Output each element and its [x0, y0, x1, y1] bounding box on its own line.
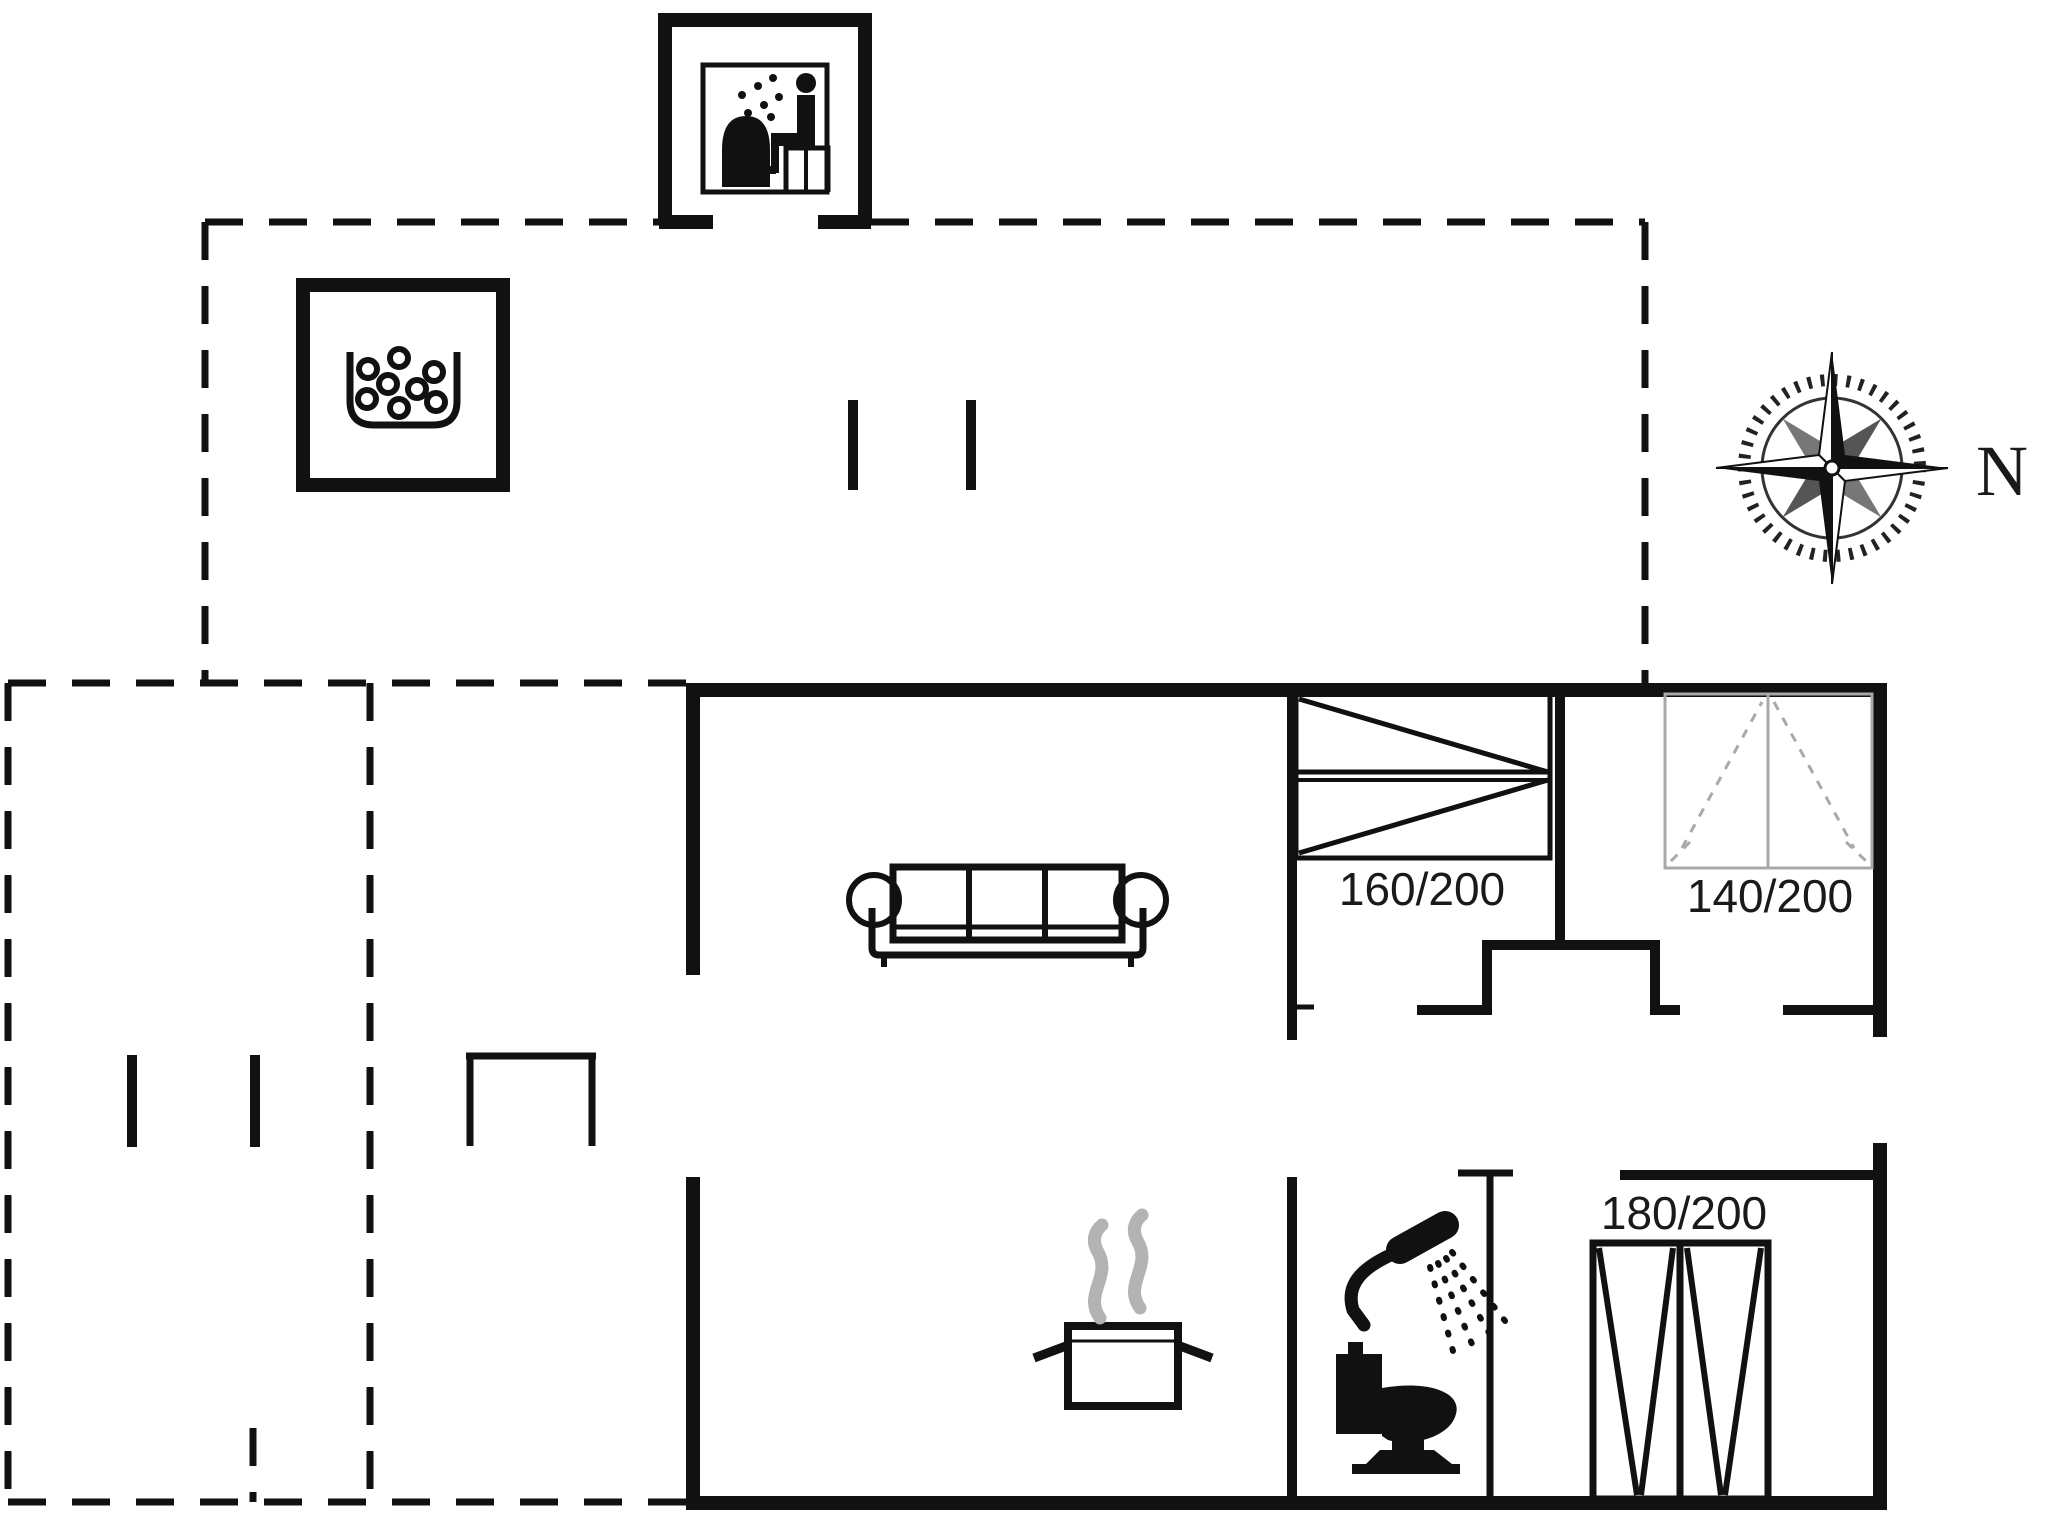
hot-tub-icon [346, 346, 461, 429]
cooking-pot-icon [1032, 1322, 1214, 1410]
terrace-bench [466, 1052, 596, 1146]
steam-icon [1087, 1208, 1149, 1325]
bed-master [1293, 691, 1553, 861]
interior-walls [1287, 690, 1884, 1503]
bed-bunkroom [1589, 1239, 1772, 1503]
toilet-icon [1336, 1342, 1460, 1474]
compass-rose-icon [1715, 351, 1949, 585]
terrace-outline-left [4, 679, 690, 1506]
sauna-icon [700, 62, 831, 195]
bed-bunkroom-label: 180/200 [1601, 1187, 1767, 1239]
terrace-outline-top [201, 218, 1649, 688]
hot-tub-room [296, 278, 510, 492]
terrace-posts [127, 400, 976, 1147]
compass-north-label: N [1976, 431, 2028, 511]
shower-icon [1344, 1211, 1515, 1365]
bed-guest-label: 140/200 [1687, 870, 1853, 922]
bed-master-label: 160/200 [1339, 863, 1505, 915]
bed-guest [1663, 692, 1874, 870]
exterior-walls [686, 683, 1887, 1510]
sauna-room [658, 13, 872, 229]
sofa-icon [846, 863, 1169, 967]
